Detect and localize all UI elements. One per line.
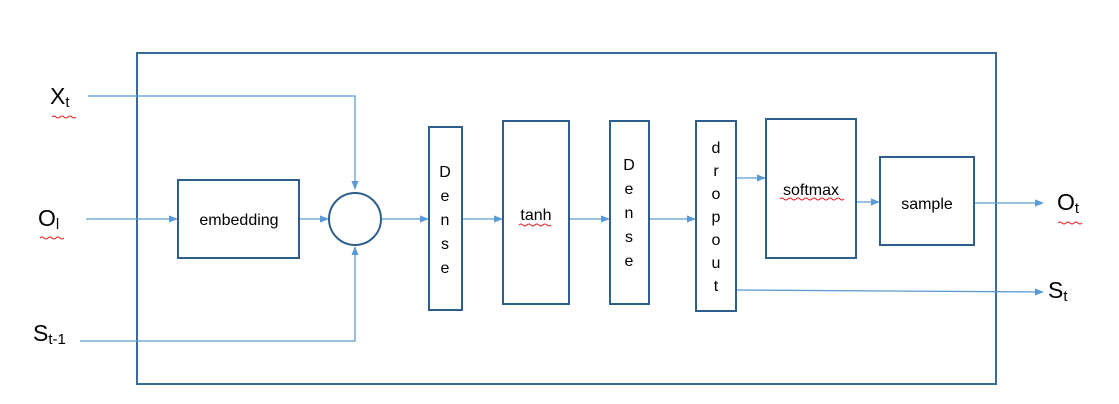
sample-label: sample [901, 196, 953, 213]
softmax-label: softmax [783, 182, 839, 199]
output-o-label: Ot [1057, 189, 1080, 217]
dropout-letter: p [712, 209, 721, 226]
dense2-letter: D [623, 157, 635, 174]
tanh-label: tanh [520, 207, 551, 224]
input-o-spellcheck-underline [39, 236, 65, 240]
output-s-label: St [1048, 277, 1068, 305]
input-x-label: Xt [50, 83, 70, 111]
dropout-letter: t [714, 278, 719, 295]
softmax-block: softmax [765, 118, 857, 259]
tanh-spellcheck-underline [518, 223, 552, 227]
arrow-dropout-to-output-s [735, 288, 1044, 296]
softmax-spellcheck-underline [779, 197, 845, 201]
tanh-block: tanh [502, 120, 570, 305]
dense2-letter: e [625, 181, 634, 198]
arrow-x-to-combine [88, 95, 359, 190]
input-o-label: Ol [38, 205, 59, 233]
dense2-letter: s [625, 229, 633, 246]
combine-node [328, 192, 382, 246]
output-o-spellcheck-underline [1057, 221, 1083, 225]
dense1-letter: D [439, 164, 451, 181]
dense1-letter: s [441, 236, 449, 253]
dense1-letter: n [441, 212, 450, 229]
dropout-letter: u [712, 255, 721, 272]
arrow-s-to-combine [80, 246, 359, 342]
dropout-letter: r [713, 163, 719, 180]
dense2-letter: n [625, 205, 634, 222]
embedding-block: embedding [177, 179, 300, 259]
input-x-spellcheck-underline [51, 115, 77, 119]
dropout-letter: d [712, 140, 721, 157]
dropout-letter: o [712, 186, 721, 203]
dense2-letter: e [625, 253, 634, 270]
dropout-letter: o [712, 232, 721, 249]
embedding-label: embedding [199, 212, 278, 229]
connectors [80, 95, 1044, 342]
dense1-letter: e [441, 188, 450, 205]
dense1-letter: e [441, 260, 450, 277]
sample-block: sample [879, 156, 975, 246]
input-s-label: St-1 [33, 320, 66, 348]
